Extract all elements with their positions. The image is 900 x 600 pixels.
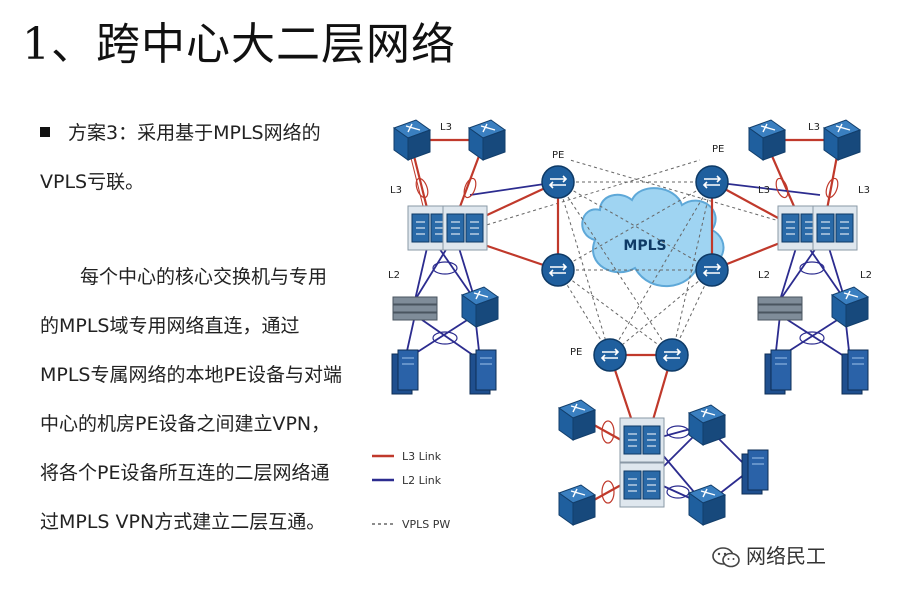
- description-paragraph: 每个中心的核心交换机与专用 的MPLS域专用网络直连，通过 MPLS专属网络的本…: [40, 262, 370, 556]
- link-bundle-markers: [415, 177, 839, 504]
- legend-l2-link: L2 Link: [402, 474, 442, 487]
- network-diagram: MPLS: [372, 119, 872, 531]
- paragraph-line: 过MPLS VPN方式建立二层互通。: [40, 511, 326, 533]
- page-title: 1、跨中心大二层网络: [22, 19, 456, 70]
- pe-label: PE: [552, 150, 564, 161]
- l2-label: L2: [388, 270, 400, 281]
- bullet-line-1-text: 方案3：采用基于MPLS网络的: [68, 122, 321, 144]
- legend-l3-link: L3 Link: [402, 450, 442, 463]
- l2-label: L2: [758, 270, 770, 281]
- wechat-icon: [712, 546, 740, 567]
- paragraph-line: 将各个PE设备所互连的二层网络通: [40, 462, 330, 484]
- watermark: 网络民工: [712, 540, 826, 569]
- bottom-site: [558, 399, 769, 526]
- pe-label: PE: [570, 347, 582, 358]
- right-site: [748, 119, 869, 395]
- watermark-text: 网络民工: [746, 544, 826, 568]
- paragraph-line: MPLS专属网络的本地PE设备与对端: [40, 364, 342, 386]
- bullet-square-icon: [40, 127, 50, 137]
- l3-label: L3: [390, 185, 402, 196]
- paragraph-line: 中心的机房PE设备之间建立VPN，: [40, 413, 331, 435]
- paragraph-line: 的MPLS域专用网络直连，通过: [40, 315, 300, 337]
- l2-label: L2: [860, 270, 872, 281]
- bullet-text-line-1: 方案3：采用基于MPLS网络的: [40, 118, 321, 145]
- bullet-text-line-2: VPLS亏联。: [40, 171, 145, 193]
- l3-label: L3: [440, 122, 452, 133]
- l3-label: L3: [758, 185, 770, 196]
- diagram-legend: L3 Link L2 Link VPLS PW: [372, 450, 450, 531]
- l3-label: L3: [808, 122, 820, 133]
- left-site: [391, 119, 506, 395]
- paragraph-line: 每个中心的核心交换机与专用: [80, 266, 328, 288]
- legend-vpls-pw: VPLS PW: [402, 518, 450, 531]
- l3-label: L3: [858, 185, 870, 196]
- mpls-cloud-label: MPLS: [623, 238, 666, 254]
- pe-label: PE: [712, 144, 724, 155]
